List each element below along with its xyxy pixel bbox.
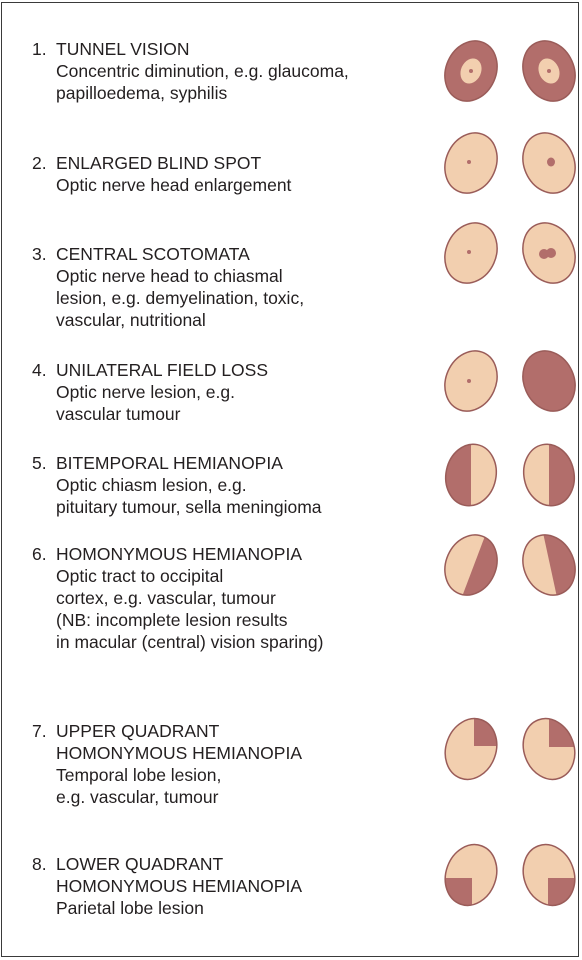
right-eye-field-diagram bbox=[518, 36, 580, 106]
description-line: Optic nerve lesion, e.g. bbox=[56, 381, 432, 403]
right-eye-field-diagram bbox=[518, 840, 580, 910]
description-line: e.g. vascular, tumour bbox=[56, 786, 432, 808]
field-pair-tunnel-vision bbox=[430, 36, 580, 100]
list-item-lower-quadrant-hemianopia: 8. LOWER QUADRANT HOMONYMOUS HEMIANOPIA … bbox=[32, 853, 432, 919]
left-eye-field-diagram bbox=[440, 530, 502, 600]
right-eye-field-diagram bbox=[518, 128, 580, 198]
item-title: LOWER QUADRANT bbox=[56, 853, 432, 875]
item-number: 4. bbox=[32, 359, 56, 425]
item-number: 6. bbox=[32, 543, 56, 653]
item-description: Optic nerve lesion, e.g. vascular tumour bbox=[56, 381, 432, 425]
right-eye-field-diagram bbox=[518, 530, 580, 600]
field-pair-unilateral-field-loss bbox=[430, 346, 580, 410]
item-description: Optic nerve head to chiasmal lesion, e.g… bbox=[56, 265, 432, 331]
description-line: Optic nerve head to chiasmal bbox=[56, 265, 432, 287]
item-description: Parietal lobe lesion bbox=[56, 897, 432, 919]
item-title: UNILATERAL FIELD LOSS bbox=[56, 359, 432, 381]
item-number: 3. bbox=[32, 243, 56, 331]
left-eye-field-diagram bbox=[440, 840, 502, 910]
left-eye-field-diagram bbox=[440, 218, 502, 288]
right-eye-field-diagram bbox=[518, 714, 580, 784]
item-number: 1. bbox=[32, 38, 56, 104]
field-pair-lower-quadrant-hemianopia bbox=[430, 840, 580, 904]
item-title: HOMONYMOUS HEMIANOPIA bbox=[56, 543, 432, 565]
description-line: pituitary tumour, sella meningioma bbox=[56, 496, 432, 518]
description-line: (NB: incomplete lesion results bbox=[56, 609, 432, 631]
item-description: Optic chiasm lesion, e.g. pituitary tumo… bbox=[56, 474, 432, 518]
description-line: cortex, e.g. vascular, tumour bbox=[56, 587, 432, 609]
field-pair-enlarged-blind-spot bbox=[430, 128, 580, 192]
list-item-central-scotomata: 3. CENTRAL SCOTOMATA Optic nerve head to… bbox=[32, 243, 432, 331]
item-title: BITEMPORAL HEMIANOPIA bbox=[56, 452, 432, 474]
description-line: vascular tumour bbox=[56, 403, 432, 425]
left-eye-field-diagram bbox=[440, 128, 502, 198]
description-line: Optic chiasm lesion, e.g. bbox=[56, 474, 432, 496]
left-eye-field-diagram bbox=[440, 36, 502, 106]
item-title: UPPER QUADRANT bbox=[56, 720, 432, 742]
description-line: Parietal lobe lesion bbox=[56, 897, 432, 919]
item-description: Temporal lobe lesion, e.g. vascular, tum… bbox=[56, 764, 432, 808]
left-eye-field-diagram bbox=[440, 346, 502, 416]
left-eye-field-diagram bbox=[440, 440, 502, 510]
right-eye-field-diagram bbox=[518, 346, 580, 416]
right-eye-field-diagram bbox=[518, 440, 580, 510]
list-item-tunnel-vision: 1. TUNNEL VISION Concentric diminution, … bbox=[32, 38, 432, 104]
item-title-line-2: HOMONYMOUS HEMIANOPIA bbox=[56, 875, 432, 897]
item-title: TUNNEL VISION bbox=[56, 38, 432, 60]
field-pair-bitemporal-hemianopia bbox=[430, 440, 580, 504]
list-item-unilateral-field-loss: 4. UNILATERAL FIELD LOSS Optic nerve les… bbox=[32, 359, 432, 425]
field-pair-homonymous-hemianopia bbox=[430, 530, 580, 594]
list-item-upper-quadrant-hemianopia: 7. UPPER QUADRANT HOMONYMOUS HEMIANOPIA … bbox=[32, 720, 432, 808]
description-line: Optic tract to occipital bbox=[56, 565, 432, 587]
item-title-line-2: HOMONYMOUS HEMIANOPIA bbox=[56, 742, 432, 764]
field-pair-central-scotomata bbox=[430, 218, 580, 282]
item-description: Optic tract to occipital cortex, e.g. va… bbox=[56, 565, 432, 653]
description-line: vascular, nutritional bbox=[56, 309, 432, 331]
item-title: ENLARGED BLIND SPOT bbox=[56, 152, 432, 174]
description-line: papilloedema, syphilis bbox=[56, 82, 432, 104]
item-number: 8. bbox=[32, 853, 56, 919]
item-description: Concentric diminution, e.g. glaucoma, pa… bbox=[56, 60, 432, 104]
description-line: lesion, e.g. demyelination, toxic, bbox=[56, 287, 432, 309]
left-eye-field-diagram bbox=[440, 714, 502, 784]
item-number: 5. bbox=[32, 452, 56, 518]
list-item-bitemporal-hemianopia: 5. BITEMPORAL HEMIANOPIA Optic chiasm le… bbox=[32, 452, 432, 518]
description-line: in macular (central) vision sparing) bbox=[56, 631, 432, 653]
item-number: 7. bbox=[32, 720, 56, 808]
description-line: Optic nerve head enlargement bbox=[56, 174, 432, 196]
item-description: Optic nerve head enlargement bbox=[56, 174, 432, 196]
list-item-enlarged-blind-spot: 2. ENLARGED BLIND SPOT Optic nerve head … bbox=[32, 152, 432, 196]
item-title: CENTRAL SCOTOMATA bbox=[56, 243, 432, 265]
right-eye-field-diagram bbox=[518, 218, 580, 288]
field-pair-upper-quadrant-hemianopia bbox=[430, 714, 580, 778]
item-number: 2. bbox=[32, 152, 56, 196]
description-line: Concentric diminution, e.g. glaucoma, bbox=[56, 60, 432, 82]
description-line: Temporal lobe lesion, bbox=[56, 764, 432, 786]
list-item-homonymous-hemianopia: 6. HOMONYMOUS HEMIANOPIA Optic tract to … bbox=[32, 543, 432, 653]
